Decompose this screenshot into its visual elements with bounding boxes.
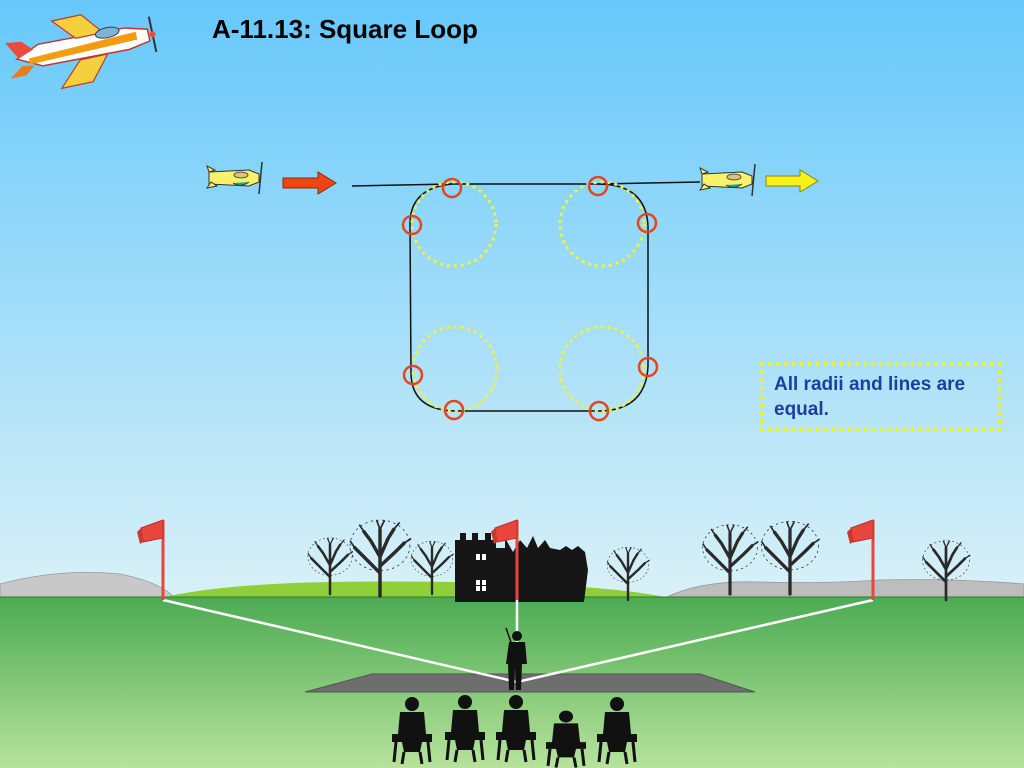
small-plane-icon <box>698 163 756 197</box>
castle-icon <box>455 533 588 602</box>
small-plane-icon <box>205 161 263 195</box>
pilot-icon <box>505 627 527 690</box>
page-title: A-11.13: Square Loop <box>212 14 478 44</box>
radius-guides <box>410 180 646 413</box>
arrow-right-icon <box>765 169 819 193</box>
hill-right <box>664 579 1024 599</box>
runway <box>304 673 756 693</box>
arrow-right-icon <box>282 171 337 195</box>
note-box: All radii and lines are equal. <box>760 362 1002 432</box>
aerobatic-plane-icon <box>5 14 158 90</box>
checkpoints <box>401 175 659 422</box>
sky <box>0 0 1024 600</box>
